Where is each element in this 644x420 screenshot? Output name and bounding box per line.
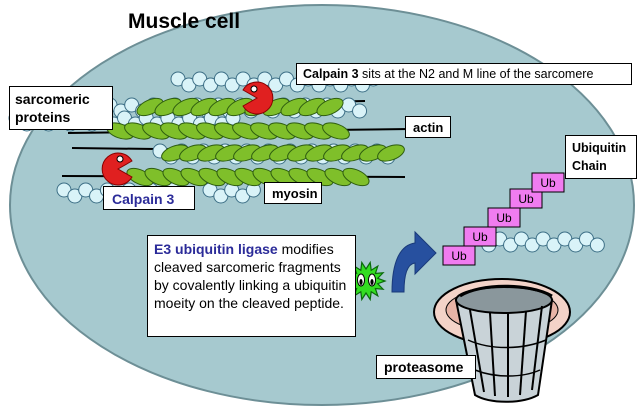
calpain-location-bold: Calpain 3 bbox=[303, 67, 359, 81]
actin-bead bbox=[589, 237, 605, 253]
ub-box: Ub bbox=[509, 188, 543, 209]
ub-box: Ub bbox=[531, 172, 565, 193]
e3-ligase-description: E3 ubiquitin ligase modifies cleaved sar… bbox=[147, 235, 356, 337]
ubiquitin-chain-label: Ubiquitin Chain bbox=[565, 135, 637, 179]
myosin-head bbox=[377, 144, 405, 162]
trash-can-icon bbox=[433, 278, 571, 403]
ub-box: Ub bbox=[463, 226, 497, 247]
calpain-enzyme-bottom bbox=[101, 152, 133, 186]
svg-text:Ub: Ub bbox=[472, 230, 488, 244]
calpain-location-text: sits at the N2 and M line of the sarcome… bbox=[358, 67, 594, 81]
myosin-label: myosin bbox=[264, 182, 322, 204]
sarcomeric-proteins-label: sarcomeric proteins bbox=[9, 86, 113, 130]
actin-bead bbox=[352, 103, 368, 119]
calpain-enzyme-top bbox=[242, 81, 274, 115]
diagram-title: Muscle cell bbox=[128, 10, 241, 33]
calpain-location-callout: Calpain 3 sits at the N2 and M line of t… bbox=[296, 63, 632, 85]
curved-arrow-icon bbox=[391, 230, 437, 293]
actin-label: actin bbox=[405, 116, 451, 138]
myosin-head bbox=[342, 167, 370, 187]
calpain3-label: Calpain 3 bbox=[103, 186, 195, 210]
svg-text:Ub: Ub bbox=[496, 211, 512, 225]
svg-text:Ub: Ub bbox=[540, 176, 556, 190]
ubiquitin-chain: Ub Ub Ub Ub Ub bbox=[442, 172, 565, 266]
e3-ligase-text: modifies cleaved sarcomeric fragments by… bbox=[154, 241, 347, 311]
myosin-head bbox=[322, 122, 350, 140]
svg-text:Ub: Ub bbox=[518, 192, 534, 206]
ub-box: Ub bbox=[442, 245, 476, 266]
e3-ligase-icon bbox=[345, 260, 387, 302]
svg-text:Ub: Ub bbox=[451, 249, 467, 263]
ub-box: Ub bbox=[487, 207, 521, 228]
myosin-head bbox=[316, 97, 344, 117]
e3-ligase-name: E3 ubiquitin ligase bbox=[154, 241, 278, 257]
proteasome-label: proteasome bbox=[376, 355, 476, 379]
